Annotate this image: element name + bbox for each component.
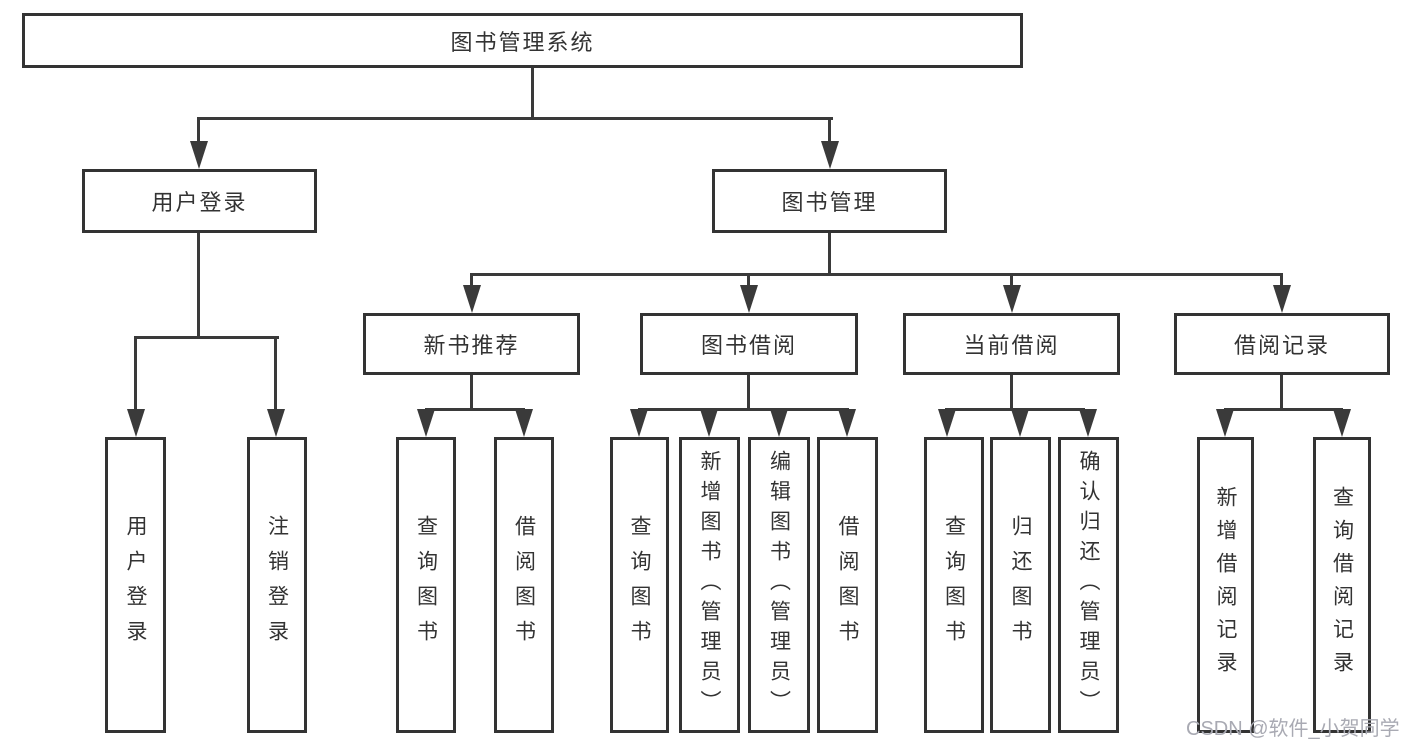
node-current-borrow: 当前借阅 — [903, 313, 1120, 375]
node-label: 借阅图书 — [836, 515, 859, 655]
connector-stem — [828, 117, 831, 145]
connector-level3-bar — [470, 273, 1283, 276]
node-label: 借阅图书 — [512, 515, 536, 655]
arrow-down-icon — [700, 409, 718, 437]
node-borrow-books: 借阅图书 — [817, 437, 878, 733]
arrow-down-icon — [821, 141, 839, 169]
connector-level2-bar — [197, 117, 833, 120]
node-label: 当前借阅 — [963, 333, 1060, 358]
node-user-login: 用户登录 — [82, 169, 317, 233]
node-new-book-recommend: 新书推荐 — [363, 313, 580, 375]
node-logout: 注销登录 — [247, 437, 307, 733]
arrow-down-icon — [770, 409, 788, 437]
arrow-down-icon — [267, 409, 285, 437]
connector-stem — [197, 117, 200, 145]
connector-stem — [470, 375, 473, 411]
node-label: 编辑图书（管理员） — [767, 450, 791, 720]
node-label: 用户登录 — [124, 515, 147, 655]
node-query-books-current: 查询图书 — [924, 437, 984, 733]
arrow-down-icon — [740, 285, 758, 313]
node-edit-books-admin: 编辑图书（管理员） — [748, 437, 810, 733]
node-label: 查询图书 — [942, 515, 966, 655]
arrow-down-icon — [938, 409, 956, 437]
arrow-down-icon — [515, 409, 533, 437]
node-label: 新增图书（管理员） — [698, 450, 721, 720]
node-borrow-records: 借阅记录 — [1174, 313, 1390, 375]
connector-stem — [747, 273, 750, 288]
connector-stem — [1280, 375, 1283, 411]
arrow-down-icon — [630, 409, 648, 437]
node-label: 归还图书 — [1009, 515, 1032, 655]
node-borrow-books-recommend: 借阅图书 — [494, 437, 554, 733]
connector-bar — [425, 408, 525, 411]
node-label: 确认归还（管理员） — [1077, 450, 1100, 720]
node-user-login-leaf: 用户登录 — [105, 437, 166, 733]
connector-root-stem — [531, 68, 534, 120]
connector-stem — [470, 273, 473, 288]
arrow-down-icon — [1333, 409, 1351, 437]
csdn-watermark: CSDN @软件_小贺同学 — [1186, 718, 1400, 740]
node-query-books-recommend: 查询图书 — [396, 437, 456, 733]
node-label: 新书推荐 — [423, 333, 520, 358]
node-label: 新增借阅记录 — [1214, 486, 1237, 684]
connector-stem — [828, 233, 831, 276]
connector-stem — [1280, 273, 1283, 288]
arrow-down-icon — [1079, 409, 1097, 437]
connector-bar — [1224, 408, 1343, 411]
arrow-down-icon — [838, 409, 856, 437]
node-query-borrow-record: 查询借阅记录 — [1313, 437, 1371, 733]
arrow-down-icon — [127, 409, 145, 437]
arrow-down-icon — [463, 285, 481, 313]
connector-stem — [197, 233, 200, 339]
connector-stem — [134, 336, 137, 411]
connector-stem — [747, 375, 750, 411]
node-label: 查询图书 — [414, 515, 438, 655]
connector-stem — [274, 336, 277, 411]
arrow-down-icon — [1003, 285, 1021, 313]
node-book-management: 图书管理 — [712, 169, 947, 233]
node-library-system: 图书管理系统 — [22, 13, 1023, 68]
arrow-down-icon — [417, 409, 435, 437]
connector-stem — [1010, 375, 1013, 411]
node-label: 借阅记录 — [1233, 333, 1330, 358]
arrow-down-icon — [1216, 409, 1234, 437]
node-label: 用户登录 — [151, 190, 248, 215]
node-label: 图书管理系统 — [450, 29, 595, 55]
node-label: 图书借阅 — [700, 333, 797, 358]
node-book-borrow: 图书借阅 — [640, 313, 858, 375]
node-add-borrow-record: 新增借阅记录 — [1197, 437, 1254, 733]
node-label: 查询借阅记录 — [1330, 486, 1354, 684]
node-label: 注销登录 — [265, 515, 289, 655]
connector-bar — [134, 336, 279, 339]
node-confirm-return-admin: 确认归还（管理员） — [1058, 437, 1119, 733]
connector-stem — [1010, 273, 1013, 288]
node-add-books-admin: 新增图书（管理员） — [679, 437, 740, 733]
arrow-down-icon — [1273, 285, 1291, 313]
node-query-books-borrow: 查询图书 — [610, 437, 669, 733]
node-label: 图书管理 — [781, 190, 878, 215]
node-return-books: 归还图书 — [990, 437, 1051, 733]
arrow-down-icon — [190, 141, 208, 169]
node-label: 查询图书 — [628, 515, 651, 655]
connector-bar — [638, 408, 849, 411]
arrow-down-icon — [1011, 409, 1029, 437]
